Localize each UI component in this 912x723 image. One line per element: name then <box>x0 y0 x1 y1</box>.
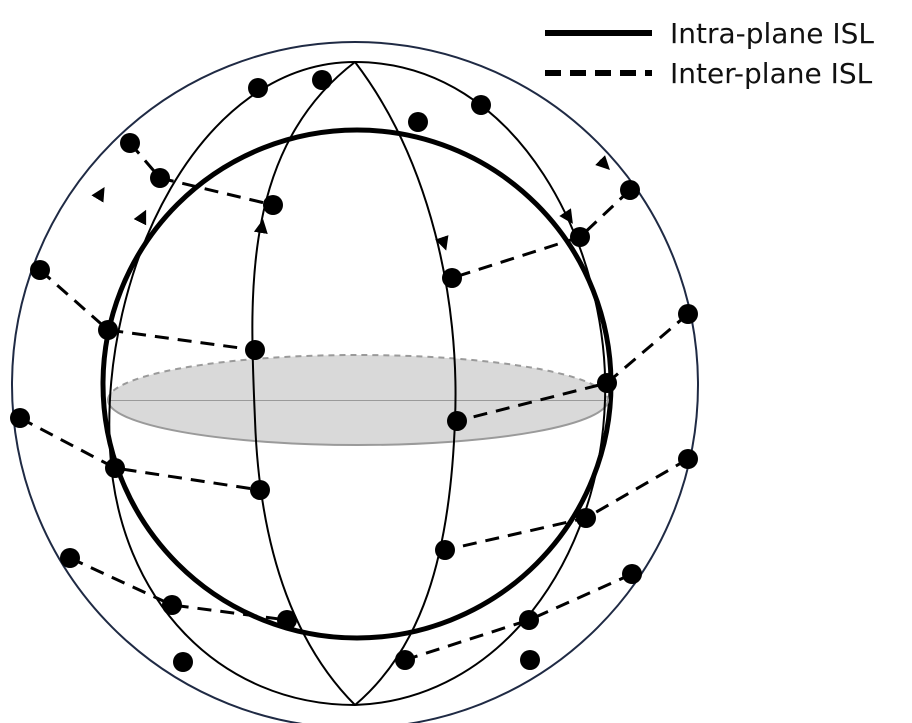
direction-arrows <box>91 155 610 251</box>
satellite <box>620 180 640 200</box>
satellite <box>597 373 617 393</box>
satellite <box>277 610 297 630</box>
satellite <box>120 133 140 153</box>
satellite <box>312 70 332 90</box>
satellite <box>447 411 467 431</box>
arrow-icon <box>133 209 147 226</box>
satellite <box>678 304 698 324</box>
outer-sphere <box>11 41 699 723</box>
legend-inter-label: Inter-plane ISL <box>670 57 873 90</box>
legend: Intra-plane ISL Inter-plane ISL <box>545 17 874 90</box>
satellite <box>395 650 415 670</box>
satellite <box>248 78 268 98</box>
satellite <box>471 95 491 115</box>
satellite <box>98 320 118 340</box>
orbit-2 <box>251 61 356 706</box>
satellite <box>435 540 455 560</box>
satellite <box>162 595 182 615</box>
satellite <box>519 610 539 630</box>
satellite <box>245 340 265 360</box>
satellite <box>408 112 428 132</box>
arrow-icon <box>559 208 573 224</box>
satellite <box>442 268 462 288</box>
satellite <box>576 508 596 528</box>
equatorial-plane <box>106 354 610 446</box>
satellite <box>173 652 193 672</box>
legend-intra-label: Intra-plane ISL <box>670 17 874 50</box>
arrow-icon <box>91 186 105 203</box>
satellite <box>250 480 270 500</box>
arrow-icon <box>435 235 449 251</box>
arrow-icon <box>253 219 268 235</box>
satellite <box>60 548 80 568</box>
satellite <box>263 195 283 215</box>
satellite <box>105 458 125 478</box>
orbit-1 <box>108 61 356 706</box>
arrow-icon <box>595 155 610 170</box>
satellite <box>520 650 540 670</box>
satellite <box>570 227 590 247</box>
satellite <box>622 564 642 584</box>
satellite <box>10 408 30 428</box>
satellite <box>30 260 50 280</box>
satellite <box>678 449 698 469</box>
satellite <box>150 168 170 188</box>
satellites <box>10 70 698 672</box>
